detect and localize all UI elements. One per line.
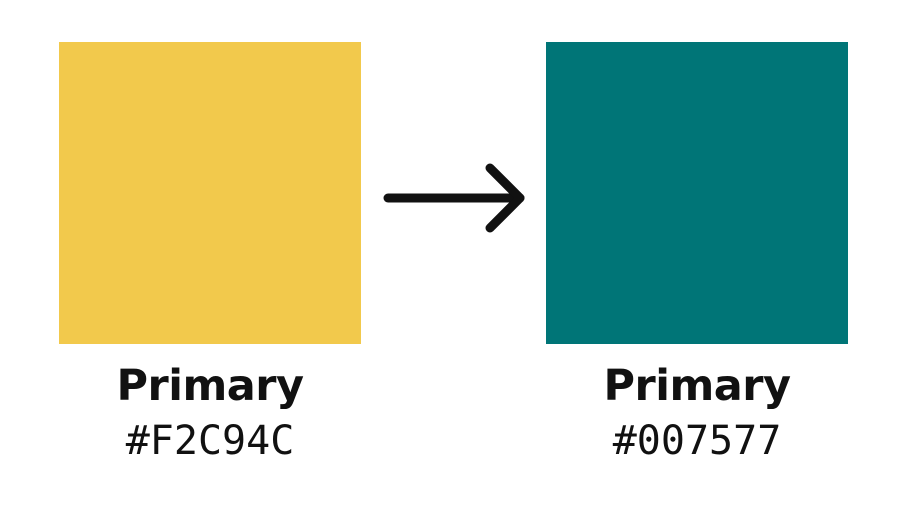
color-swatch-to — [546, 42, 848, 344]
color-hex-from: #F2C94C — [125, 418, 295, 464]
color-swatch-from — [59, 42, 361, 344]
color-name-to: Primary — [603, 361, 791, 411]
color-name-from: Primary — [116, 361, 304, 411]
color-hex-to: #007577 — [612, 418, 782, 464]
right-arrow-icon — [383, 163, 525, 233]
